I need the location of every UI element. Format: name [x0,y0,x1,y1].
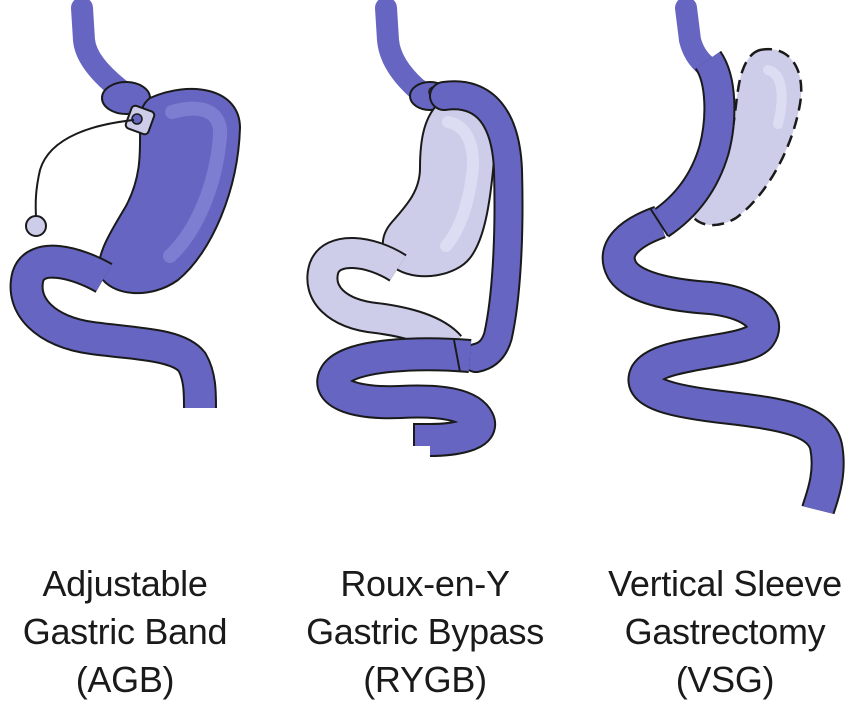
agb-illustration [26,8,240,408]
caption-vsg-line-1: Vertical Sleeve [600,560,850,608]
caption-rygb-line-2: Gastric Bypass [300,608,550,656]
caption-agb-line-3: (AGB) [0,656,250,704]
agb-band-buckle [132,114,142,124]
caption-rygb-line-1: Roux-en-Y [300,560,550,608]
caption-agb-line-2: Gastric Band [0,608,250,656]
caption-vsg: Vertical Sleeve Gastrectomy (VSG) [600,560,850,704]
rygb-illustration [322,8,508,446]
agb-tubing [36,120,134,220]
caption-vsg-line-2: Gastrectomy [600,608,850,656]
rygb-bypassed-stomach [383,101,495,276]
procedure-illustrations [0,0,854,540]
vsg-illustration [619,8,828,510]
caption-rygb: Roux-en-Y Gastric Bypass (RYGB) [300,560,550,704]
caption-vsg-line-3: (VSG) [600,656,850,704]
vsg-esophagus [686,8,706,66]
rygb-common-channel-fill [333,354,479,446]
caption-rygb-line-3: (RYGB) [300,656,550,704]
agb-access-port [26,216,46,236]
caption-agb-line-1: Adjustable [0,560,250,608]
caption-agb: Adjustable Gastric Band (AGB) [0,560,250,704]
